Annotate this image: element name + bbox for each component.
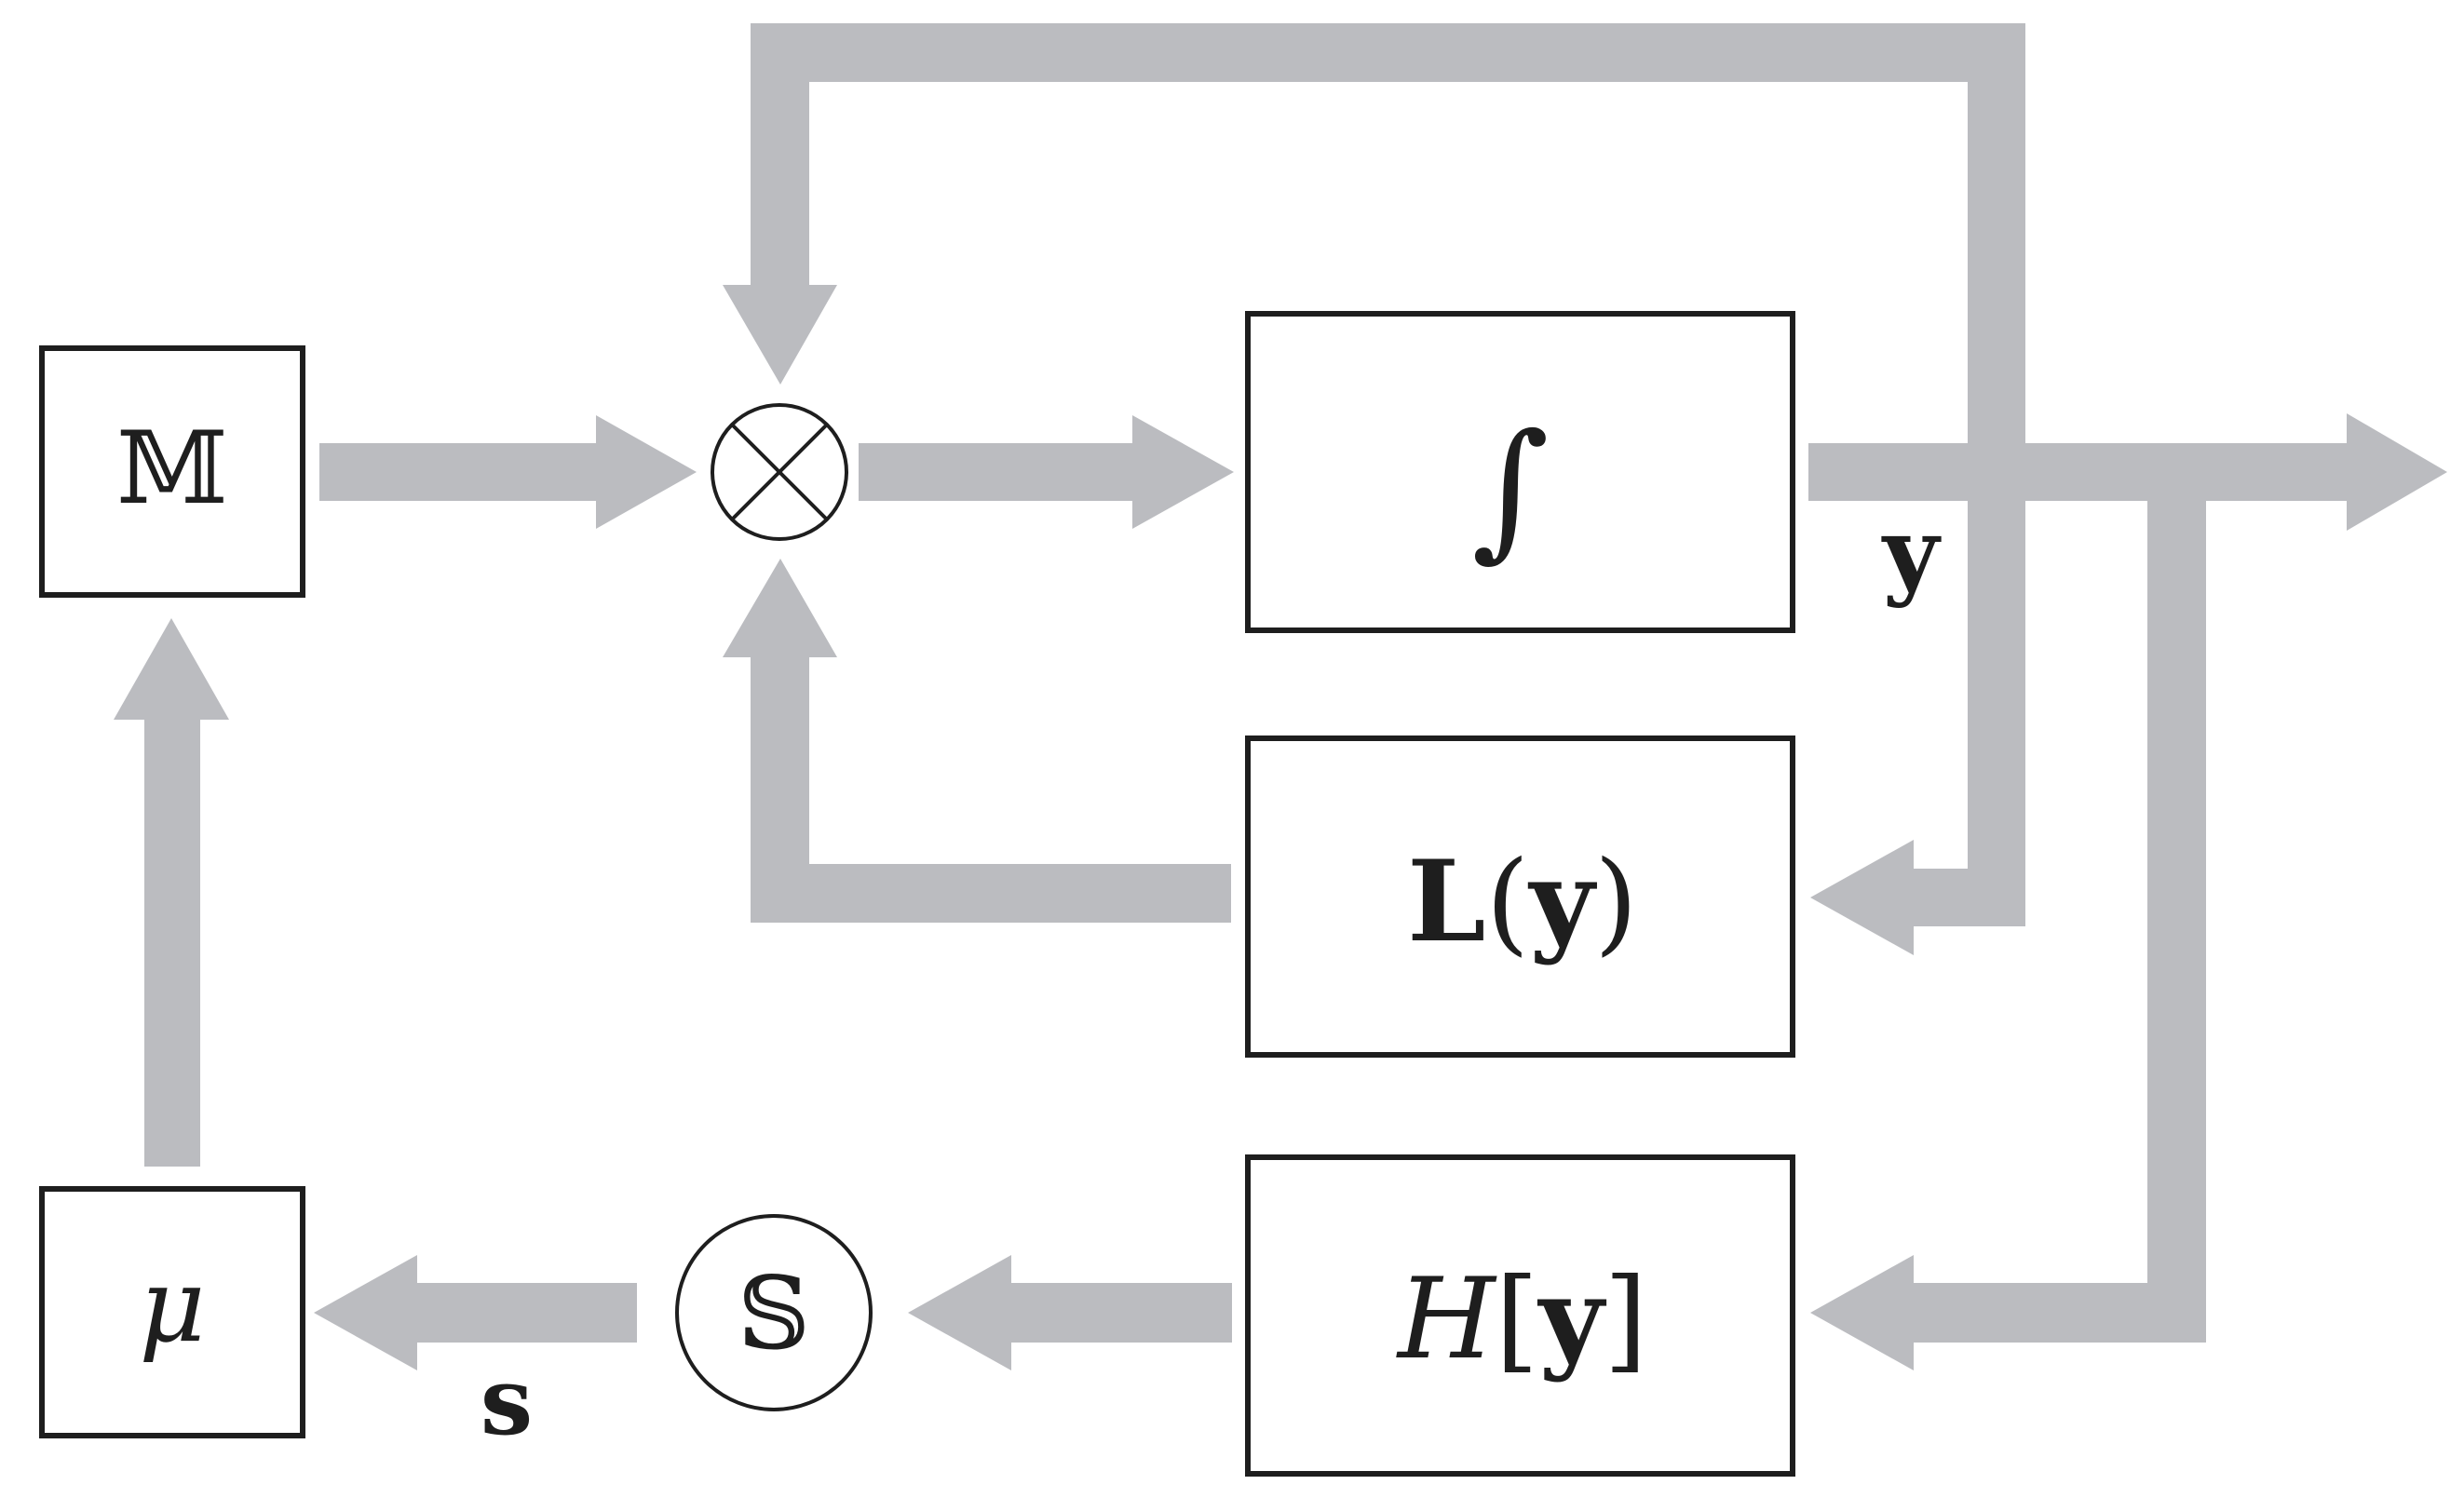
arrow-junction-to-integrator (859, 415, 1234, 529)
summing-junction (711, 403, 848, 541)
m-block-label: 𝕄 (116, 411, 228, 527)
arrow-h-block-to-s (908, 1255, 1232, 1370)
integrator-block: ∫ (1245, 311, 1795, 633)
junction-cross-b (730, 423, 829, 521)
s-block-label: 𝕊 (738, 1256, 810, 1372)
h-block-arg: y (1537, 1253, 1606, 1384)
l-block-arg: y (1527, 836, 1597, 967)
signal-label-s: s (481, 1346, 533, 1456)
l-block-close: ) (1594, 838, 1638, 967)
s-block: 𝕊 (675, 1214, 873, 1411)
l-block-func: L (1407, 836, 1485, 967)
mu-block-label: μ (139, 1246, 206, 1365)
arrow-mu-to-m (114, 618, 229, 1167)
arrow-top-feedback-to-junction (723, 23, 2025, 443)
l-block: L(y) (1245, 736, 1795, 1058)
integrator-label: ∫ (1471, 401, 1549, 575)
arrow-output-y (1808, 413, 2447, 531)
m-block: 𝕄 (39, 345, 305, 598)
arrow-output-to-l-block (1810, 501, 2025, 955)
h-block-label: H[y] (1396, 1253, 1647, 1384)
signal-label-y: y (1881, 495, 1942, 610)
arrow-l-block-to-junction (723, 559, 1231, 923)
h-block-func: H (1396, 1255, 1497, 1384)
arrow-output-to-h-block (1810, 501, 2206, 1370)
h-block-close: ] (1604, 1255, 1647, 1384)
arrow-s-to-mu (314, 1255, 637, 1370)
h-block-open: [ (1496, 1255, 1539, 1384)
l-block-open: ( (1485, 838, 1529, 967)
h-block: H[y] (1245, 1154, 1795, 1477)
arrow-m-to-junction (319, 415, 697, 529)
mu-block: μ (39, 1186, 305, 1438)
l-block-label: L(y) (1407, 836, 1638, 967)
